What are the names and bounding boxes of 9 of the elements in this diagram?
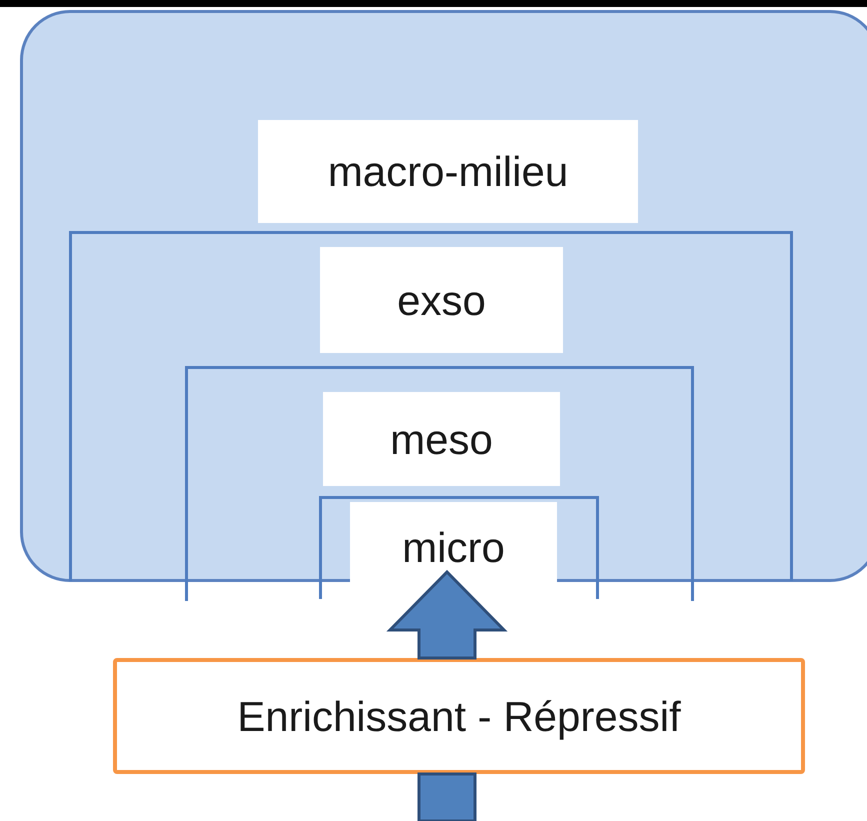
connector-bar	[418, 772, 476, 821]
level-label: exso	[320, 247, 563, 353]
label-box	[113, 658, 805, 774]
level-label: macro-milieu	[258, 120, 638, 223]
level-label: meso	[323, 392, 560, 486]
block-arrow	[386, 570, 508, 660]
box-label: Enrichissant - Répressif	[237, 692, 681, 742]
bracket-frame	[319, 496, 599, 599]
bracket-frame	[185, 366, 694, 601]
